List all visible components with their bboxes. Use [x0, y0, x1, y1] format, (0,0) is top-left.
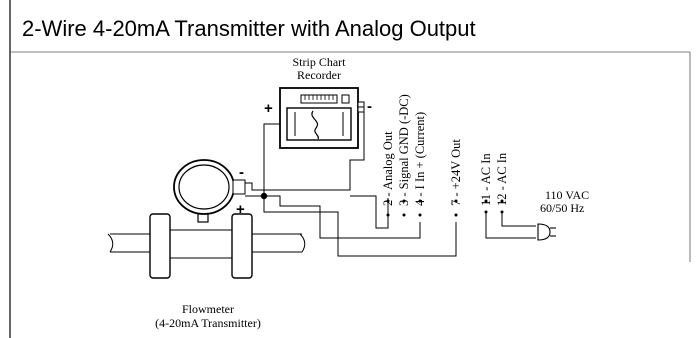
- wire-junction-dot: [260, 192, 268, 200]
- wiring: [245, 106, 536, 257]
- flowmeter-label-line1: Flowmeter: [182, 302, 234, 316]
- pipe-flange-right: [231, 213, 253, 279]
- terminal-label-analog-out: 2 - Analog Out: [381, 131, 395, 206]
- flowmeter-transmitter: [173, 159, 246, 223]
- wire-24v: [263, 196, 457, 257]
- wire-recorder-minus: [245, 106, 365, 191]
- terminal-dots: [386, 199, 504, 217]
- wire-analog-out: [350, 195, 389, 229]
- pipe: [107, 229, 306, 259]
- power-voltage-label: 110 VAC: [545, 188, 589, 202]
- wire-ac-12: [501, 212, 536, 227]
- recorder-label-line2: Recorder: [297, 68, 341, 82]
- power-frequency-label: 60/50 Hz: [540, 201, 584, 215]
- strip-chart-recorder: [279, 87, 365, 149]
- terminal-label-signal-gnd: 3 - Signal GND (-DC): [397, 94, 411, 206]
- terminal-label-current-in: 4 - I In + (Current): [413, 112, 427, 206]
- terminal-label-ac-in-12: 12 - AC In: [495, 152, 509, 206]
- transmitter-plus-sign: +: [236, 201, 245, 218]
- ac-plug-icon: [537, 223, 556, 241]
- recorder-label-line1: Strip Chart: [293, 55, 347, 69]
- pipe-flange-left: [149, 213, 171, 279]
- wire-transmitter-plus: [245, 195, 421, 239]
- wire-ac-11: [485, 212, 536, 239]
- diagram-title: 2-Wire 4-20mA Transmitter with Analog Ou…: [22, 16, 476, 41]
- flowmeter-label-line2: (4-20mA Transmitter): [155, 316, 261, 330]
- recorder-minus-sign: -: [367, 98, 372, 115]
- terminal-label-24v-out: 7 - +24V Out: [449, 139, 463, 206]
- recorder-plus-sign: +: [264, 100, 273, 117]
- transmitter-minus-sign: -: [239, 164, 244, 181]
- terminal-label-ac-in-11: 11 - AC In: [479, 153, 493, 206]
- wire-recorder-plus: [263, 123, 280, 196]
